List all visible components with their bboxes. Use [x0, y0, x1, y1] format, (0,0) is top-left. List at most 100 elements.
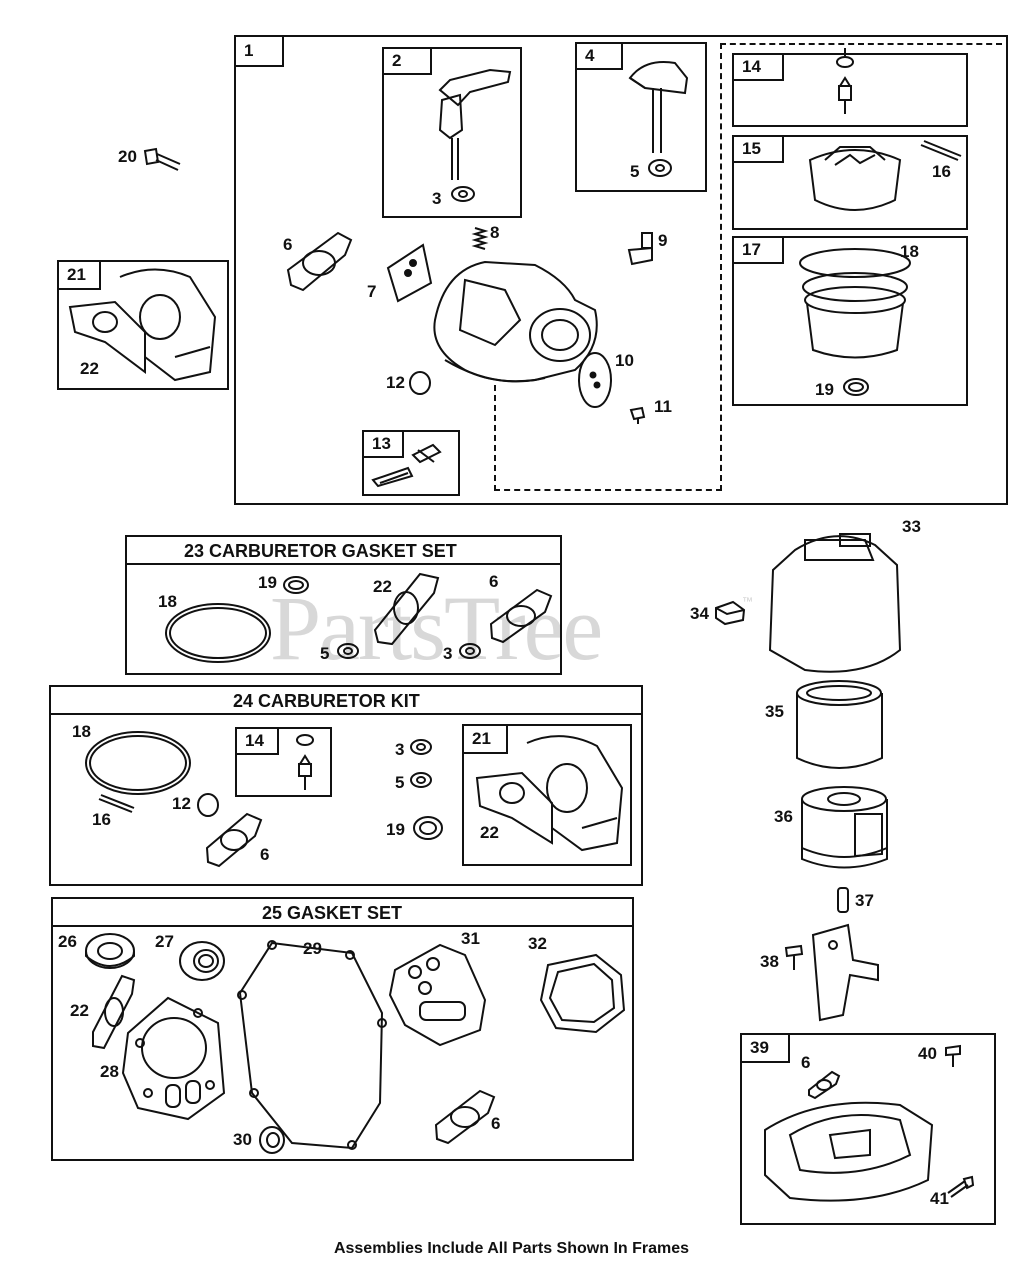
air-filter-36-icon: [801, 786, 888, 869]
crankcase-gasket-29-icon: [237, 940, 387, 1150]
frame-17: [732, 236, 968, 406]
frame-25-title-bar: [51, 897, 634, 927]
frame-25-gasket-set: [51, 897, 634, 1161]
frame-13: [362, 430, 460, 496]
washer-19-icon: [843, 378, 869, 396]
gasket-6-c-icon: [205, 812, 263, 868]
gasket-6-d-icon: [434, 1089, 496, 1145]
label-22-d: 22: [70, 1001, 89, 1020]
welch-plug-12-c-icon: [197, 793, 219, 817]
label-8: 8: [490, 223, 500, 242]
label-6-c: 6: [260, 845, 270, 864]
label-22-c: 22: [480, 823, 499, 842]
float-bowl-icon: [799, 248, 911, 359]
choke-shaft-icon: [628, 61, 689, 153]
label-12-c: 12: [172, 794, 191, 813]
label-6-b: 6: [489, 572, 499, 591]
washer-3-c-icon: [410, 739, 432, 755]
idle-screw-13-icon: [371, 443, 442, 488]
gasket-6-icon: [286, 231, 353, 292]
label-18-c: 18: [72, 722, 91, 741]
screw-38-icon: [784, 944, 804, 970]
label-36: 36: [774, 807, 793, 826]
pre-cleaner-35-icon: [796, 680, 883, 769]
label-32: 32: [528, 934, 547, 953]
dashed-group-outline: [720, 43, 1002, 491]
float-pin-16-c-icon: [98, 794, 135, 813]
label-35: 35: [765, 702, 784, 721]
washer-5-b-icon: [337, 643, 359, 659]
frame-25-title: 25 GASKET SET: [262, 903, 403, 923]
screw-41-icon: [947, 1175, 975, 1198]
air-cleaner-base-icon: [764, 1101, 934, 1202]
frame-13-number: 13: [362, 430, 404, 458]
frame-2: [382, 47, 522, 218]
label-3-b: 3: [443, 644, 453, 663]
frame-14-kit-number: 14: [235, 727, 279, 755]
gasket-6-b-icon: [489, 588, 553, 644]
label-5-b: 5: [320, 644, 330, 663]
label-6-e: 6: [801, 1053, 811, 1072]
frame-21-kit-number: 21: [462, 724, 508, 754]
label-22-b: 22: [373, 577, 392, 596]
knob-34-icon: [715, 600, 746, 626]
label-41: 41: [930, 1189, 949, 1208]
washer-19-b-icon: [283, 576, 309, 594]
frame-23-title: 23 CARBURETOR GASKET SET: [184, 541, 457, 561]
frame-15: [732, 135, 968, 230]
screw-20-icon: [143, 147, 181, 171]
frame-1-number: 1: [234, 35, 284, 67]
welch-plug-12-icon: [409, 371, 431, 395]
label-30: 30: [233, 1130, 252, 1149]
throttle-plate-7-icon: [386, 243, 433, 303]
label-10: 10: [615, 351, 634, 370]
label-16-c: 16: [92, 810, 111, 829]
intake-elbow-21-left-icon: [68, 268, 217, 382]
fuel-fitting-9-icon: [627, 232, 653, 266]
frame-14-number: 14: [732, 53, 784, 81]
float-icon: [808, 146, 902, 211]
label-11: 11: [654, 397, 672, 416]
label-5-c: 5: [395, 773, 405, 792]
frame-24-title-bar: [49, 685, 643, 715]
label-18-a: 18: [900, 242, 919, 261]
frame-39-air-cleaner-base: [740, 1033, 996, 1225]
label-9: 9: [658, 231, 668, 250]
washer-19-c-icon: [413, 816, 443, 840]
dashed-connector: [494, 385, 722, 491]
frame-4: [575, 42, 707, 192]
label-6-d: 6: [491, 1114, 501, 1133]
label-16-a: 16: [932, 162, 951, 181]
frame-24-carburetor-kit: [49, 685, 643, 886]
washer-5-c-icon: [410, 772, 432, 788]
label-6-a: 6: [283, 235, 293, 254]
oil-seal-27-icon: [179, 941, 225, 981]
gasket-6-e-icon: [808, 1070, 841, 1100]
label-3-c: 3: [395, 740, 405, 759]
gasket-18-c-icon: [85, 731, 191, 795]
label-19-c: 19: [386, 820, 405, 839]
label-12-a: 12: [386, 373, 405, 392]
frame-21-left: [57, 260, 229, 390]
breather-gasket-31-icon: [388, 943, 487, 1047]
float-pin-icon: [920, 140, 962, 161]
footer-note: Assemblies Include All Parts Shown In Fr…: [333, 1240, 690, 1257]
label-40: 40: [918, 1044, 937, 1063]
frame-21-kit: [462, 724, 632, 866]
frame-14: [732, 53, 968, 127]
spring-8-icon: [471, 227, 489, 250]
throttle-shaft-icon: [438, 68, 512, 180]
label-33: 33: [902, 517, 921, 536]
frame-23-title-bar: [125, 535, 562, 565]
stud-37-icon: [837, 887, 849, 913]
seal-30-icon: [259, 1126, 285, 1154]
label-28: 28: [100, 1062, 119, 1081]
washer-3-icon: [451, 186, 475, 202]
frame-1-carburetor: [234, 35, 1008, 505]
label-19-b: 19: [258, 573, 277, 592]
label-22-a: 22: [80, 359, 99, 378]
gasket-22-b-icon: [373, 572, 440, 646]
frame-21-left-number: 21: [57, 260, 101, 290]
oil-seal-26-icon: [85, 933, 135, 969]
intake-elbow-21-kit-icon: [475, 735, 624, 852]
